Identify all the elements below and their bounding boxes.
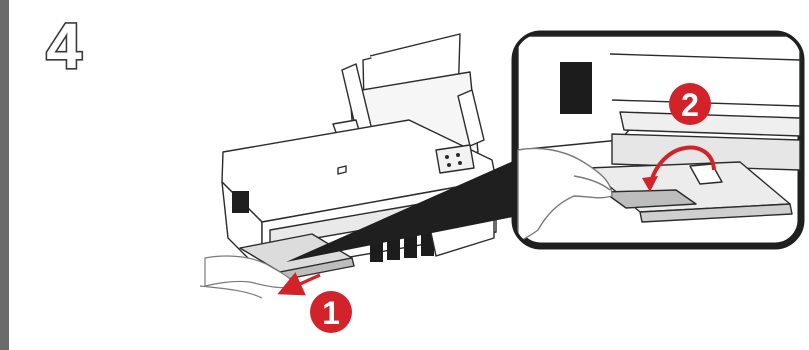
left-accent-bar: [0, 0, 9, 350]
step-number: 4: [34, 10, 94, 80]
tray-extension: [603, 189, 697, 209]
zoom-connector: [286, 150, 538, 262]
hand-main: [199, 255, 297, 299]
ink-tanks: [370, 232, 434, 262]
zoom-ink-window: [560, 62, 592, 114]
logo-mark: [337, 165, 347, 175]
callout-1-label: 1: [322, 295, 340, 331]
zoom-panel: 2: [511, 30, 805, 250]
step-number-text: 4: [46, 10, 82, 80]
operation-panel: [435, 144, 475, 174]
pull-arrow: [277, 272, 321, 296]
flip-arrow: [648, 145, 716, 187]
callout-2-badge: 2: [669, 83, 711, 125]
callout-2-label: 2: [681, 87, 699, 123]
ink-window: [232, 191, 249, 213]
callout-1-badge: 1: [310, 291, 352, 333]
